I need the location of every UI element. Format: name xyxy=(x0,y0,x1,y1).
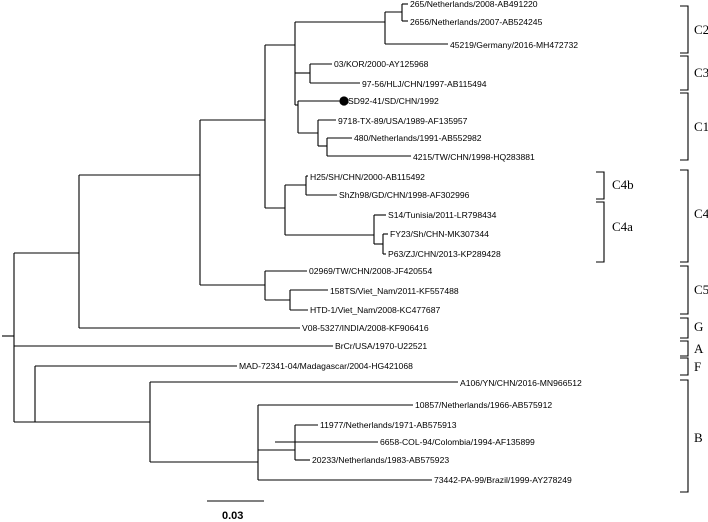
group-label: C4 xyxy=(694,206,708,221)
leaf-label: A106/YN/CHN/2016-MN966512 xyxy=(460,378,582,388)
group-bracket-c4b xyxy=(596,171,605,200)
leaf-label: 03/KOR/2000-AY125968 xyxy=(334,59,429,69)
leaf-label: ShZh98/GD/CHN/1998-AF302996 xyxy=(339,190,470,200)
leaf-label: 73442-PA-99/Brazil/1999-AY278249 xyxy=(434,475,572,485)
leaf-label: 9718-TX-89/USA/1989-AF135957 xyxy=(338,116,468,126)
group-label: C2 xyxy=(694,22,708,37)
group-label: C5 xyxy=(694,282,708,297)
group-label: B xyxy=(694,430,703,445)
group-bracket-c1 xyxy=(680,92,689,161)
leaf-label: 20233/Netherlands/1983-AB575923 xyxy=(312,455,449,465)
leaf-label: 02969/TW/CHN/2008-JF420554 xyxy=(309,266,432,276)
marked-leaf-dot xyxy=(339,96,349,106)
group-bracket-g xyxy=(680,317,689,339)
group-label: C4a xyxy=(612,219,633,234)
group-bracket-c4 xyxy=(680,169,689,263)
group-bracket-c5 xyxy=(680,265,689,315)
group-label: C4b xyxy=(612,177,634,192)
group-label: C1 xyxy=(694,119,708,134)
leaf-label: 2656/Netherlands/2007-AB524245 xyxy=(410,17,543,27)
leaf-label: S14/Tunisia/2011-LR798434 xyxy=(388,210,497,220)
leaf-label: 10857/Netherlands/1966-AB575912 xyxy=(415,400,552,410)
group-bracket-a xyxy=(680,340,689,357)
group-bracket-f xyxy=(680,357,689,376)
scale-bar-label: 0.03 xyxy=(222,510,243,522)
leaf-label: HTD-1/Viet_Nam/2008-KC477687 xyxy=(310,305,440,315)
group-label: C3 xyxy=(694,65,708,80)
group-label: G xyxy=(694,319,703,334)
leaf-label: 97-56/HLJ/CHN/1997-AB115494 xyxy=(362,79,487,89)
leaf-label: 480/Netherlands/1991-AB552982 xyxy=(354,133,482,143)
leaf-label: 6658-COL-94/Colombia/1994-AF135899 xyxy=(380,437,535,447)
leaf-label: 45219/Germany/2016-MH472732 xyxy=(450,40,578,50)
group-bracket-c4a xyxy=(596,201,605,263)
group-bracket-c2 xyxy=(680,5,689,54)
leaf-label: BrCr/USA/1970-U22521 xyxy=(335,341,427,351)
leaf-label: V08-5327/INDIA/2008-KF906416 xyxy=(302,323,429,333)
leaf-label: MAD-72341-04/Madagascar/2004-HG421068 xyxy=(239,361,413,371)
leaf-label: FY23/Sh/CHN-MK307344 xyxy=(390,229,489,239)
group-bracket-b xyxy=(680,379,689,493)
group-label: A xyxy=(694,341,704,356)
group-bracket-c3 xyxy=(680,55,689,91)
group-label: F xyxy=(694,359,701,374)
leaf-label: 11977/Netherlands/1971-AB575913 xyxy=(320,420,457,430)
leaf-label: 4215/TW/CHN/1998-HQ283881 xyxy=(413,152,535,162)
leaf-label: 265/Netherlands/2008-AB491220 xyxy=(410,0,538,9)
leaf-label: P63/ZJ/CHN/2013-KP289428 xyxy=(388,249,501,259)
leaf-label: H25/SH/CHN/2000-AB115492 xyxy=(310,172,425,182)
leaf-label: SD92-41/SD/CHN/1992 xyxy=(348,96,439,106)
leaf-label: 158TS/Viet_Nam/2011-KF557488 xyxy=(330,286,459,296)
